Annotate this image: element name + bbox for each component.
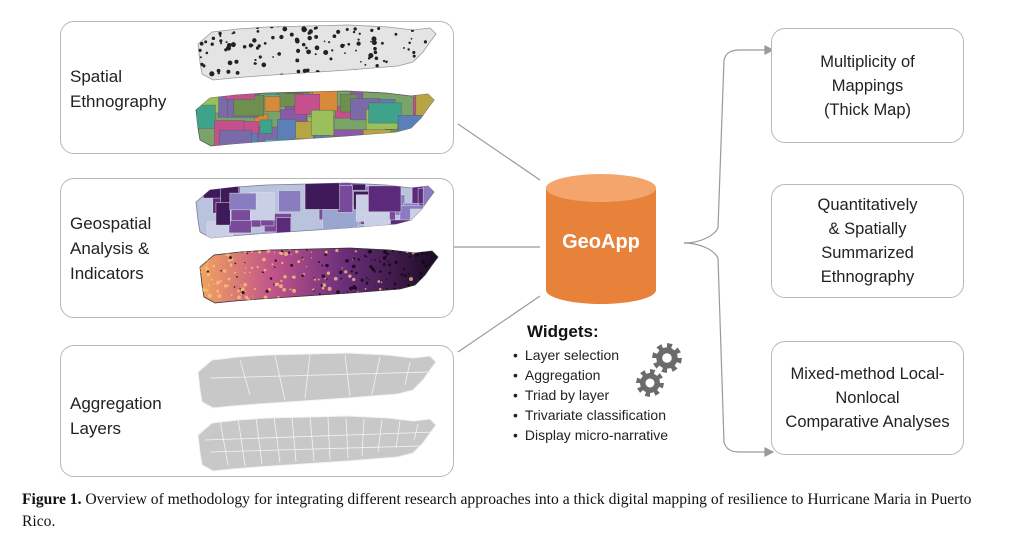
output-box-thick-map: Multiplicity of Mappings (Thick Map) [771, 28, 964, 143]
figure-caption: Figure 1. Overview of methodology for in… [22, 489, 1007, 533]
puerto-rico-map-icon [195, 90, 435, 147]
puerto-rico-map-icon [197, 415, 437, 472]
puerto-rico-map-icon [199, 247, 439, 304]
widgets-list: Layer selection Aggregation Triad by lay… [513, 345, 668, 445]
widget-item: Trivariate classification [513, 405, 668, 425]
geoapp-cylinder [546, 174, 656, 304]
widget-item: Aggregation [513, 365, 668, 385]
widgets-title: Widgets: [527, 322, 599, 341]
widget-item: Triad by layer [513, 385, 668, 405]
panel-label-aggregation-layers: Aggregation Layers [70, 394, 162, 438]
widget-item: Layer selection [513, 345, 668, 365]
puerto-rico-map-icon [195, 182, 435, 239]
puerto-rico-map-icon [197, 352, 437, 409]
panel-label-spatial-ethnography: Spatial Ethnography [70, 67, 167, 111]
output-box-summarized-ethnography: Quantitatively & Spatially Summarized Et… [771, 184, 964, 298]
panel-label-geospatial-analysis: Geospatial Analysis & Indicators [70, 214, 152, 283]
output-bracket [683, 45, 775, 457]
cylinder-label: GeoApp [562, 231, 640, 253]
output-label: Quantitatively & Spatially Summarized Et… [817, 196, 918, 286]
connector-lines [454, 123, 541, 353]
output-label: Multiplicity of Mappings (Thick Map) [820, 52, 915, 119]
caption-text: Overview of methodology for integrating … [22, 491, 972, 530]
output-label: Mixed-method Local- Nonlocal Comparative… [785, 365, 950, 431]
puerto-rico-map-icon [197, 24, 437, 81]
output-box-comparative-analyses: Mixed-method Local- Nonlocal Comparative… [771, 341, 964, 455]
widget-item: Display micro-narrative [513, 425, 668, 445]
caption-prefix: Figure 1. [22, 491, 82, 508]
